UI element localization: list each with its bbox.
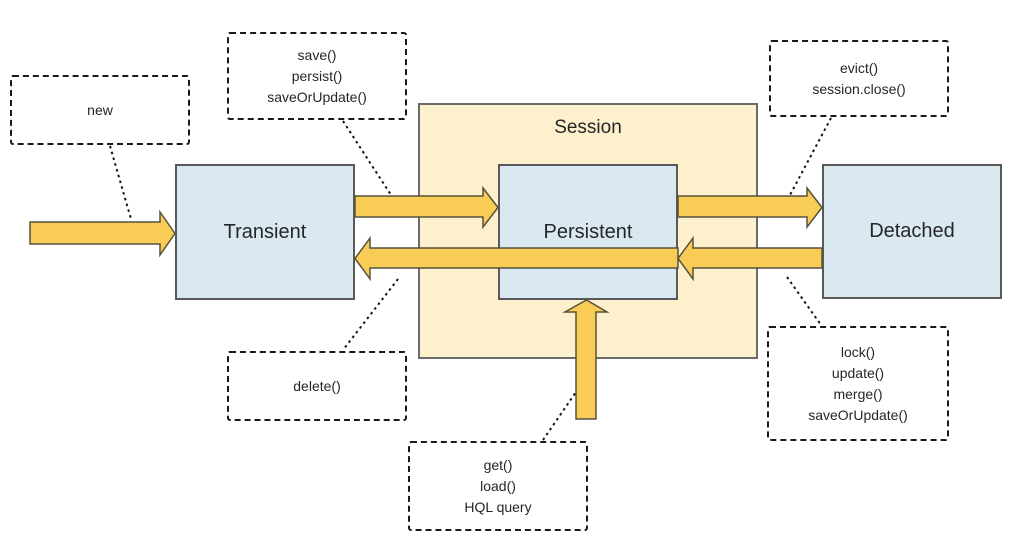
- label-box-evict: evict() session.close(): [769, 40, 949, 117]
- state-label-persistent: Persistent: [543, 220, 633, 243]
- label-box-lock: lock() update() merge() saveOrUpdate(): [767, 326, 949, 441]
- arrow-persistent-to-detached: [677, 185, 823, 230]
- label-line: get(): [483, 456, 513, 473]
- arrow-query-to-persistent: [562, 299, 610, 420]
- connector-save: [342, 120, 392, 196]
- label-line: persist(): [291, 67, 343, 84]
- label-line: saveOrUpdate(): [808, 406, 908, 423]
- state-box-detached: Detached: [822, 164, 1002, 299]
- label-box-new: new: [10, 75, 190, 145]
- label-line: update(): [831, 364, 885, 381]
- label-line: HQL query: [464, 498, 532, 515]
- arrow-persistent-to-transient: [354, 235, 679, 282]
- connector-get: [542, 391, 577, 441]
- connector-new: [109, 145, 132, 220]
- arrow-transient-to-persistent: [354, 185, 499, 230]
- label-box-delete: delete(): [227, 351, 407, 421]
- label-line: save(): [297, 46, 337, 63]
- label-line: merge(): [833, 385, 883, 402]
- connector-delete: [342, 278, 399, 351]
- state-label-detached: Detached: [869, 220, 955, 242]
- state-box-persistent: Persistent: [498, 164, 678, 300]
- connector-evict: [789, 117, 832, 196]
- connector-lock: [786, 276, 822, 326]
- label-line: evict(): [839, 59, 879, 76]
- session-title: Session: [554, 117, 622, 138]
- label-line: saveOrUpdate(): [267, 88, 367, 105]
- label-line: delete(): [293, 377, 341, 394]
- label-line: load(): [480, 477, 516, 494]
- state-label-transient: Transient: [223, 220, 307, 243]
- label-line: new: [87, 101, 113, 118]
- arrow-detached-to-persistent: [677, 235, 823, 282]
- state-box-transient: Transient: [175, 164, 355, 300]
- label-line: session.close(): [812, 80, 906, 97]
- label-line: lock(): [840, 343, 876, 360]
- arrow-new-to-transient: [29, 209, 176, 258]
- label-box-get: get() load() HQL query: [408, 441, 588, 531]
- label-box-save: save() persist() saveOrUpdate(): [227, 32, 407, 120]
